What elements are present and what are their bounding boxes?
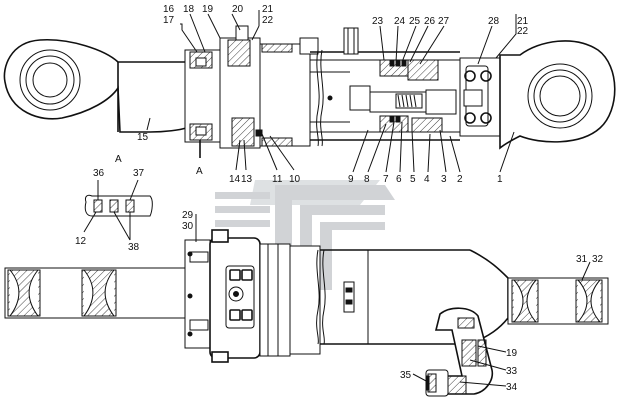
callout-21: 21 xyxy=(262,4,274,15)
port-fitting xyxy=(425,307,494,397)
callout-36: 36 xyxy=(93,168,105,179)
callout-35: 35 xyxy=(400,370,412,381)
gland-block xyxy=(184,25,319,149)
piston xyxy=(349,59,457,133)
rod-eye-left xyxy=(3,39,190,133)
callout-26: 26 xyxy=(424,16,436,27)
callout-30: 30 xyxy=(182,221,194,232)
callout-24: 24 xyxy=(394,16,406,27)
top-cylinder-assembly xyxy=(3,25,616,150)
callout-12: 12 xyxy=(75,236,87,247)
callout-15: 15 xyxy=(137,132,149,143)
callout-3: 3 xyxy=(441,174,447,185)
callout-16: 16 xyxy=(163,4,175,15)
leader-lines xyxy=(83,10,591,387)
callout-20: 20 xyxy=(232,4,244,15)
callout-27: 27 xyxy=(438,16,450,27)
callout-2: 2 xyxy=(457,174,463,185)
rod-end-right xyxy=(507,277,609,325)
callout-31: 31 xyxy=(576,254,588,265)
callout-22: 22 xyxy=(262,15,274,26)
callout-4: 4 xyxy=(424,174,430,185)
callout-8: 8 xyxy=(364,174,370,185)
head-block xyxy=(184,229,321,363)
callout-22-right: 22 xyxy=(517,26,529,37)
callout-21-right: 21 xyxy=(517,16,529,27)
callout-28: 28 xyxy=(488,16,500,27)
callout-14: 14 xyxy=(229,174,241,185)
rod-eye-right xyxy=(499,40,616,150)
section-mark-a-left: A xyxy=(196,166,203,177)
callout-11: 11 xyxy=(272,174,283,185)
callout-6: 6 xyxy=(396,174,402,185)
end-cap-block xyxy=(459,57,501,137)
callout-1: 1 xyxy=(497,174,503,185)
rod-end-left xyxy=(4,267,186,319)
callout-29: 29 xyxy=(182,210,194,221)
callout-10: 10 xyxy=(289,174,301,185)
callout-32: 32 xyxy=(592,254,604,265)
detail-a-view: A xyxy=(84,154,153,217)
callout-38: 38 xyxy=(128,242,140,253)
callout-33: 33 xyxy=(506,366,518,377)
callout-37: 37 xyxy=(133,168,145,179)
section-a-indicator: A xyxy=(196,140,203,177)
callout-19: 19 xyxy=(202,4,214,15)
callout-17: 17 xyxy=(163,15,175,26)
callout-9: 9 xyxy=(348,174,354,185)
callout-5: 5 xyxy=(410,174,416,185)
callout-34: 34 xyxy=(506,382,518,393)
callout-18: 18 xyxy=(183,4,195,15)
callout-13: 13 xyxy=(241,174,253,185)
callout-labels: 16 17 18 19 20 21 22 23 24 25 26 27 28 2… xyxy=(75,4,604,393)
callout-23: 23 xyxy=(372,16,384,27)
callout-25: 25 xyxy=(409,16,421,27)
section-mark-a-detail: A xyxy=(115,154,122,165)
callout-19-bottom: 19 xyxy=(506,348,518,359)
bottom-cylinder-assembly xyxy=(4,229,609,397)
callout-7: 7 xyxy=(383,174,389,185)
